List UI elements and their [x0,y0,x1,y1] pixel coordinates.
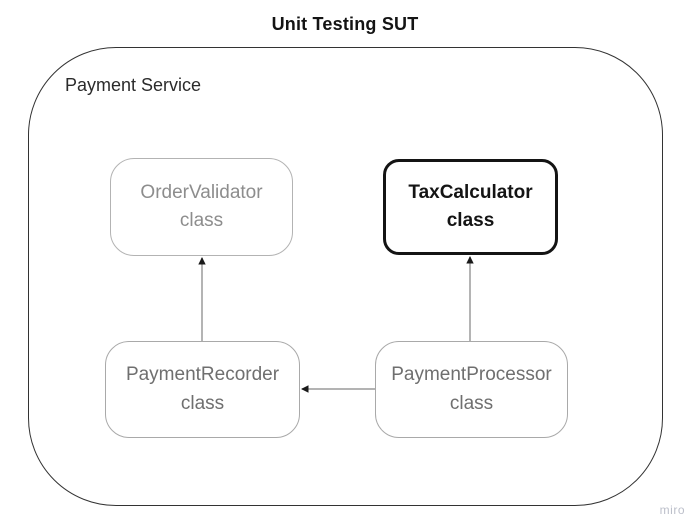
node-payment-processor: PaymentProcessor class [375,341,568,438]
payment-service-label: Payment Service [65,75,202,95]
diagram-title: Unit Testing SUT [271,14,419,34]
node-payment-recorder: PaymentRecorder class [105,341,300,438]
node-tax-calculator: TaxCalculator class [383,159,558,255]
miro-watermark: miro [659,503,685,517]
node-order-validator: OrderValidator class [110,158,293,256]
